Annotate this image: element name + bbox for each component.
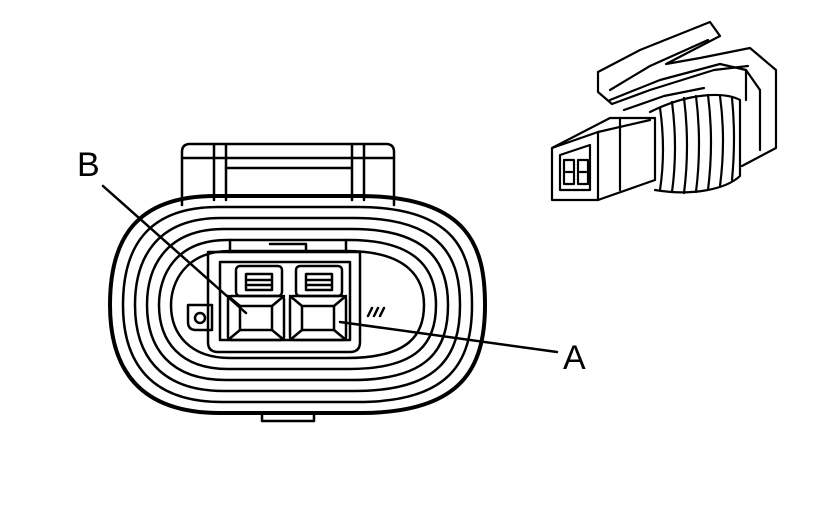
callout-label-b: B <box>77 146 100 184</box>
lock-tab <box>180 142 396 207</box>
upper-cavities <box>234 264 344 298</box>
leader-line-a <box>338 320 559 354</box>
leader-line-b <box>101 184 248 315</box>
terminal-b <box>226 294 286 342</box>
connector-isometric-view <box>550 20 778 202</box>
seal-rings <box>108 194 487 423</box>
terminal-a <box>288 294 348 342</box>
connector-front-view <box>108 142 487 423</box>
terminal-housing <box>186 238 386 354</box>
callout-label-a: A <box>563 339 586 377</box>
